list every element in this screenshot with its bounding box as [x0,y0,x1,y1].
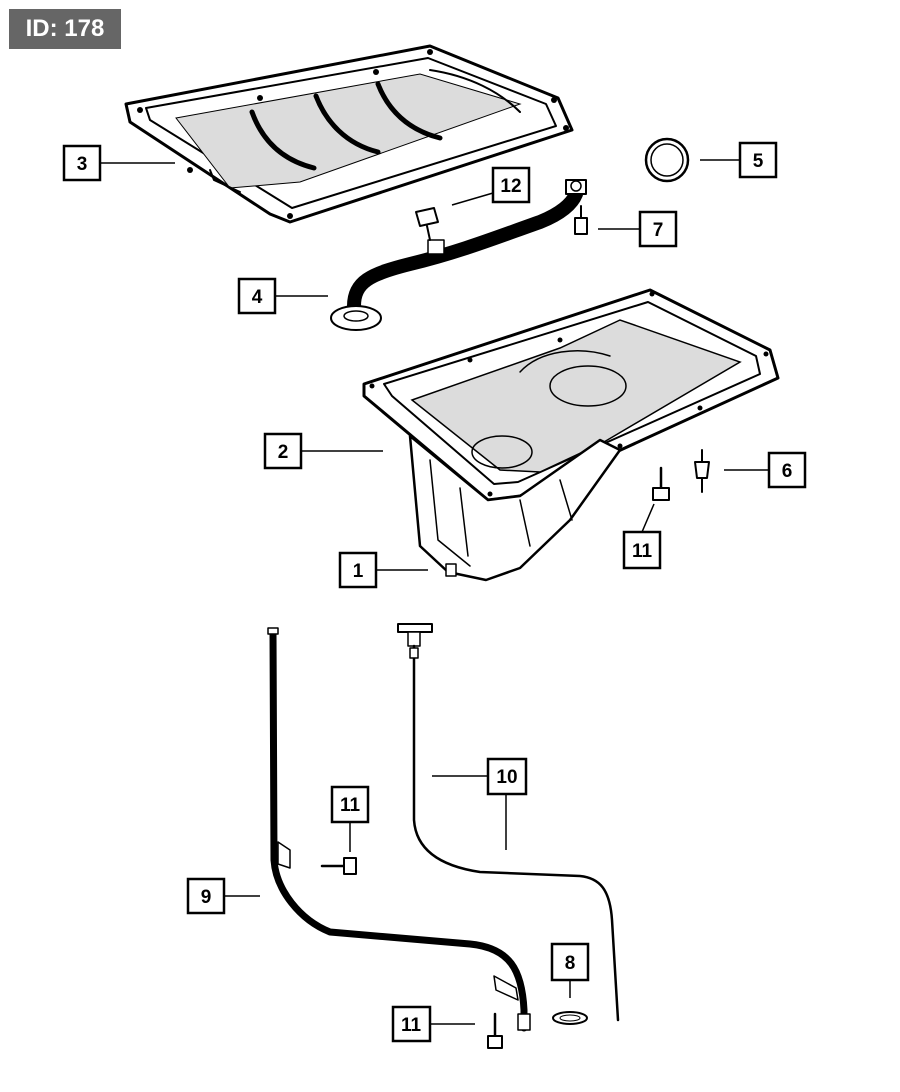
dipstick-tube-o-ring [552,1011,588,1025]
callout-label: 4 [252,287,263,308]
dipstick-tube-bolt-upper [320,857,357,875]
callout-12: 12 [491,166,531,204]
callout-label: 11 [401,1015,422,1036]
callout-6: 6 [767,451,807,489]
pickup-bracket-nut [415,207,439,241]
callout-label: 11 [632,541,653,562]
dipstick-tube-bolt-lower [487,1012,503,1049]
callout-label: 6 [782,461,793,482]
callout-1: 1 [338,551,378,589]
callout-label: 11 [340,795,361,816]
callout-label: 10 [496,767,517,788]
callout-label: 1 [353,561,364,582]
callout-label: 2 [278,442,289,463]
oil-pan-stud [694,449,710,493]
callout-label: 12 [500,176,521,197]
callout-11-lower: 11 [391,1005,432,1043]
callout-8: 8 [550,942,590,982]
id-badge: ID: 178 [9,9,121,49]
callout-7: 7 [638,210,678,248]
callout-4: 4 [237,277,277,315]
callout-11-top: 11 [622,530,662,570]
callout-label: 7 [653,220,664,241]
pickup-tube-bolt [574,205,588,235]
oil-pan-bolt [652,466,670,501]
callout-9: 9 [186,877,226,915]
dipstick-tube [267,627,531,1032]
callout-label: 9 [201,887,212,908]
windage-tray-gasket [124,44,574,224]
callout-label: 5 [753,151,764,172]
callout-10: 10 [486,757,528,796]
oil-pickup-tube [330,179,587,331]
oil-seal-ring [644,137,690,183]
callout-label: 8 [565,953,576,974]
oil-pan [362,288,780,582]
callout-11-middle: 11 [330,785,370,824]
callout-3: 3 [62,144,102,182]
dipstick [397,623,620,1022]
callout-label: 3 [77,154,88,175]
callout-2: 2 [263,432,303,470]
leader-lines [100,159,769,1025]
callout-5: 5 [738,141,778,179]
